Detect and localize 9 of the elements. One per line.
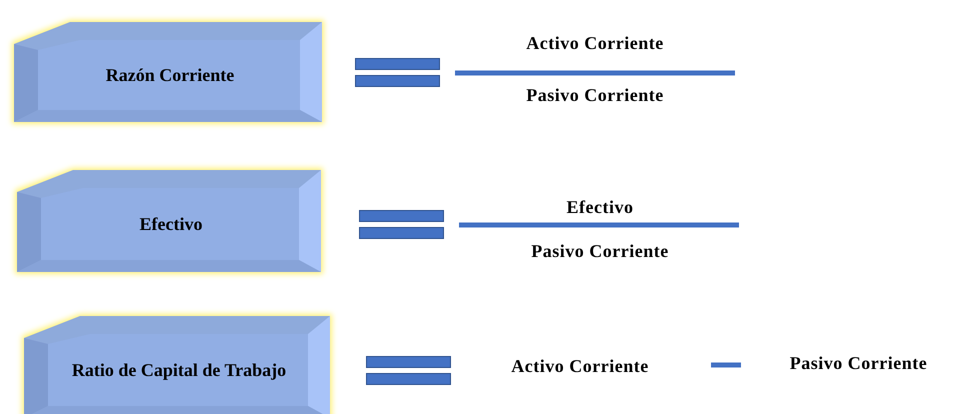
formula-term: Activo Corriente <box>526 32 664 54</box>
formula-term: Efectivo <box>566 196 634 218</box>
formula-term: Pasivo Corriente <box>531 240 669 262</box>
formula-term: Pasivo Corriente <box>790 352 928 374</box>
box-label: Razón Corriente <box>106 64 234 86</box>
box-label: Ratio de Capital de Trabajo <box>72 359 286 381</box>
box-label: Efectivo <box>140 213 202 235</box>
formula-term: Activo Corriente <box>511 355 649 377</box>
formula-term: Pasivo Corriente <box>526 84 664 106</box>
